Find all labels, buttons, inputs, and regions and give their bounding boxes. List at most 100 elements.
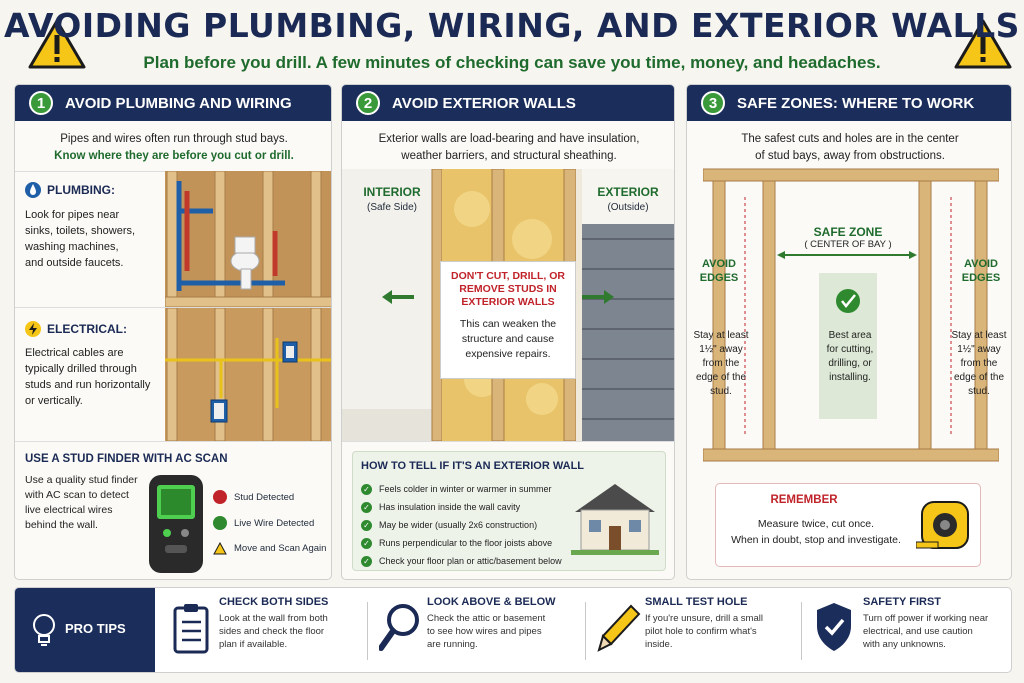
panel3-intro-line2: of stud bays, away from obstructions.: [755, 150, 945, 162]
howto-item: ✓Feels colder in winter or warmer in sum…: [361, 480, 562, 498]
warning-line2: REMOVE STUDS IN: [459, 283, 557, 295]
lightbulb-icon: [33, 614, 55, 646]
studfinder-heading: USE A STUD FINDER WITH AC SCAN: [25, 453, 228, 465]
panel-avoid-plumbing-wiring: 1 AVOID PLUMBING AND WIRING Pipes and wi…: [14, 84, 332, 580]
electrical-text-4: or vertically.: [25, 395, 83, 407]
plumbing-text-2: sinks, toilets, showers,: [25, 225, 136, 237]
studfinder-text-2: with AC scan to detect: [25, 489, 129, 501]
pro-tips-heading: PRO TIPS: [65, 621, 126, 636]
tip-safety-first: SAFETY FIRST Turn off power if working n…: [863, 596, 989, 650]
clipboard-icon: [173, 604, 209, 654]
interior-label-block: INTERIOR (Safe Side): [352, 185, 432, 213]
tape-measure-icon: [916, 501, 969, 549]
panel1-header: 1 AVOID PLUMBING AND WIRING: [15, 85, 331, 121]
interior-sub: (Safe Side): [366, 202, 418, 213]
studfinder-text-3: live electrical wires: [25, 504, 113, 516]
legend-move-scan: Move and Scan Again: [234, 543, 327, 554]
electrical-heading: ELECTRICAL:: [47, 322, 127, 336]
exterior-sub: (Outside): [607, 202, 649, 213]
pro-tips-bar: PRO TIPS CHECK BOTH SIDES Look at the wa…: [14, 587, 1012, 673]
remember-line1: Measure twice, cut once.: [757, 518, 875, 530]
pro-tips-header: PRO TIPS: [15, 588, 155, 672]
panel3-intro-line1: The safest cuts and holes are in the cen…: [741, 133, 959, 145]
panel1-intro-line1: Pipes and wires often run through stud b…: [60, 133, 288, 145]
warning-line1: DON'T CUT, DRILL, OR: [451, 270, 565, 282]
plumbing-text-1: Look for pipes near: [25, 209, 120, 221]
remember-box: REMEMBER Measure twice, cut once. When i…: [715, 483, 981, 567]
warning-text2: structure and cause: [461, 333, 555, 345]
remember-heading: REMEMBER: [770, 494, 838, 506]
warning-text3: expensive repairs.: [465, 348, 551, 360]
water-drop-icon: [25, 182, 41, 198]
howto-item: ✓Runs perpendicular to the floor joists …: [361, 534, 562, 552]
safe-zone-label: SAFE ZONE: [813, 225, 883, 239]
live-wire-icon: [213, 516, 227, 530]
plumbing-wall-illustration: [165, 171, 331, 307]
panel-avoid-exterior-walls: 2 AVOID EXTERIOR WALLS Exterior walls ar…: [341, 84, 675, 580]
studfinder-text: Use a quality stud finder with AC scan t…: [25, 473, 155, 533]
warning-icon-right: [954, 19, 1012, 69]
page-title: AVOIDING PLUMBING, WIRING, AND EXTERIOR …: [4, 6, 1020, 45]
panel2-number: 2: [356, 91, 380, 115]
howto-heading: HOW TO TELL IF IT'S AN EXTERIOR WALL: [361, 460, 585, 472]
exterior-label-block: EXTERIOR (Outside): [588, 185, 668, 213]
plumbing-section: PLUMBING: Look for pipes near sinks, toi…: [25, 181, 165, 271]
panel1-number: 1: [29, 91, 53, 115]
exterior-warning-box: DON'T CUT, DRILL, OR REMOVE STUDS IN EXT…: [440, 261, 576, 379]
plumbing-text-3: washing machines,: [25, 241, 119, 253]
plumbing-text-4: and outside faucets.: [25, 257, 124, 269]
tip-small-test-hole: SMALL TEST HOLE If you're unsure, drill …: [645, 596, 763, 650]
legend-live-wire: Live Wire Detected: [234, 517, 315, 529]
warning-line3: EXTERIOR WALLS: [461, 296, 555, 308]
electrical-text-1: Electrical cables are: [25, 347, 124, 359]
remember-line2: When in doubt, stop and investigate.: [731, 534, 901, 546]
panel1-title: AVOID PLUMBING AND WIRING: [65, 94, 292, 112]
howto-item: ✓Has insulation inside the wall cavity: [361, 498, 562, 516]
panel-safe-zones: 3 SAFE ZONES: WHERE TO WORK The safest c…: [686, 84, 1012, 580]
magnifier-icon: [379, 604, 419, 651]
studfinder-text-1: Use a quality stud finder: [25, 474, 138, 486]
shield-check-icon: [817, 603, 851, 651]
safe-zone-sub: ( CENTER OF BAY ): [804, 239, 892, 250]
exterior-label: EXTERIOR: [597, 185, 659, 199]
electrical-text-3: studs and run horizontally: [25, 379, 151, 391]
panel2-intro: Exterior walls are load-bearing and have…: [342, 131, 674, 165]
stud-bay-diagram: [703, 168, 999, 462]
panel2-title: AVOID EXTERIOR WALLS: [392, 94, 576, 112]
studfinder-text-4: behind the wall.: [25, 519, 98, 531]
panel1-intro: Pipes and wires often run through stud b…: [15, 131, 331, 165]
page-subtitle: Plan before you drill. A few minutes of …: [143, 53, 881, 72]
plumbing-heading: PLUMBING:: [47, 183, 115, 197]
stud-detected-icon: [213, 490, 227, 504]
panel1-intro-line2: Know where they are before you cut or dr…: [54, 150, 294, 162]
howto-box: HOW TO TELL IF IT'S AN EXTERIOR WALL ✓Fe…: [352, 451, 666, 571]
panel2-intro-line2: weather barriers, and structural sheathi…: [401, 150, 617, 162]
house-icon: [571, 484, 659, 555]
electrical-wall-illustration: [165, 308, 331, 441]
move-scan-warning-icon: [213, 542, 227, 555]
studfinder-legend: Stud Detected Live Wire Detected Move an…: [213, 490, 331, 555]
interior-label: INTERIOR: [363, 185, 421, 199]
lightning-icon: [25, 321, 41, 337]
tip-check-both-sides: CHECK BOTH SIDES Look at the wall from b…: [219, 596, 329, 650]
stud-finder-icon: [149, 475, 203, 573]
electrical-text-2: typically drilled through: [25, 363, 137, 375]
howto-item: ✓May be wider (usually 2x6 construction): [361, 516, 562, 534]
howto-item: ✓Check your floor plan or attic/basement…: [361, 552, 562, 570]
panel2-header: 2 AVOID EXTERIOR WALLS: [342, 85, 674, 121]
warning-text1: This can weaken the: [459, 318, 557, 330]
electrical-section: ELECTRICAL: Electrical cables are typica…: [25, 321, 165, 409]
warning-icon-left: [28, 19, 86, 69]
panel3-header: 3 SAFE ZONES: WHERE TO WORK: [687, 85, 1011, 121]
legend-stud-detected: Stud Detected: [234, 491, 295, 503]
panel3-number: 3: [701, 91, 725, 115]
panel3-title: SAFE ZONES: WHERE TO WORK: [737, 94, 975, 112]
panel3-intro: The safest cuts and holes are in the cen…: [687, 131, 1011, 165]
panel2-intro-line1: Exterior walls are load-bearing and have…: [378, 133, 640, 145]
tip-look-above-below: LOOK ABOVE & BELOW Check the attic or ba…: [427, 596, 556, 650]
